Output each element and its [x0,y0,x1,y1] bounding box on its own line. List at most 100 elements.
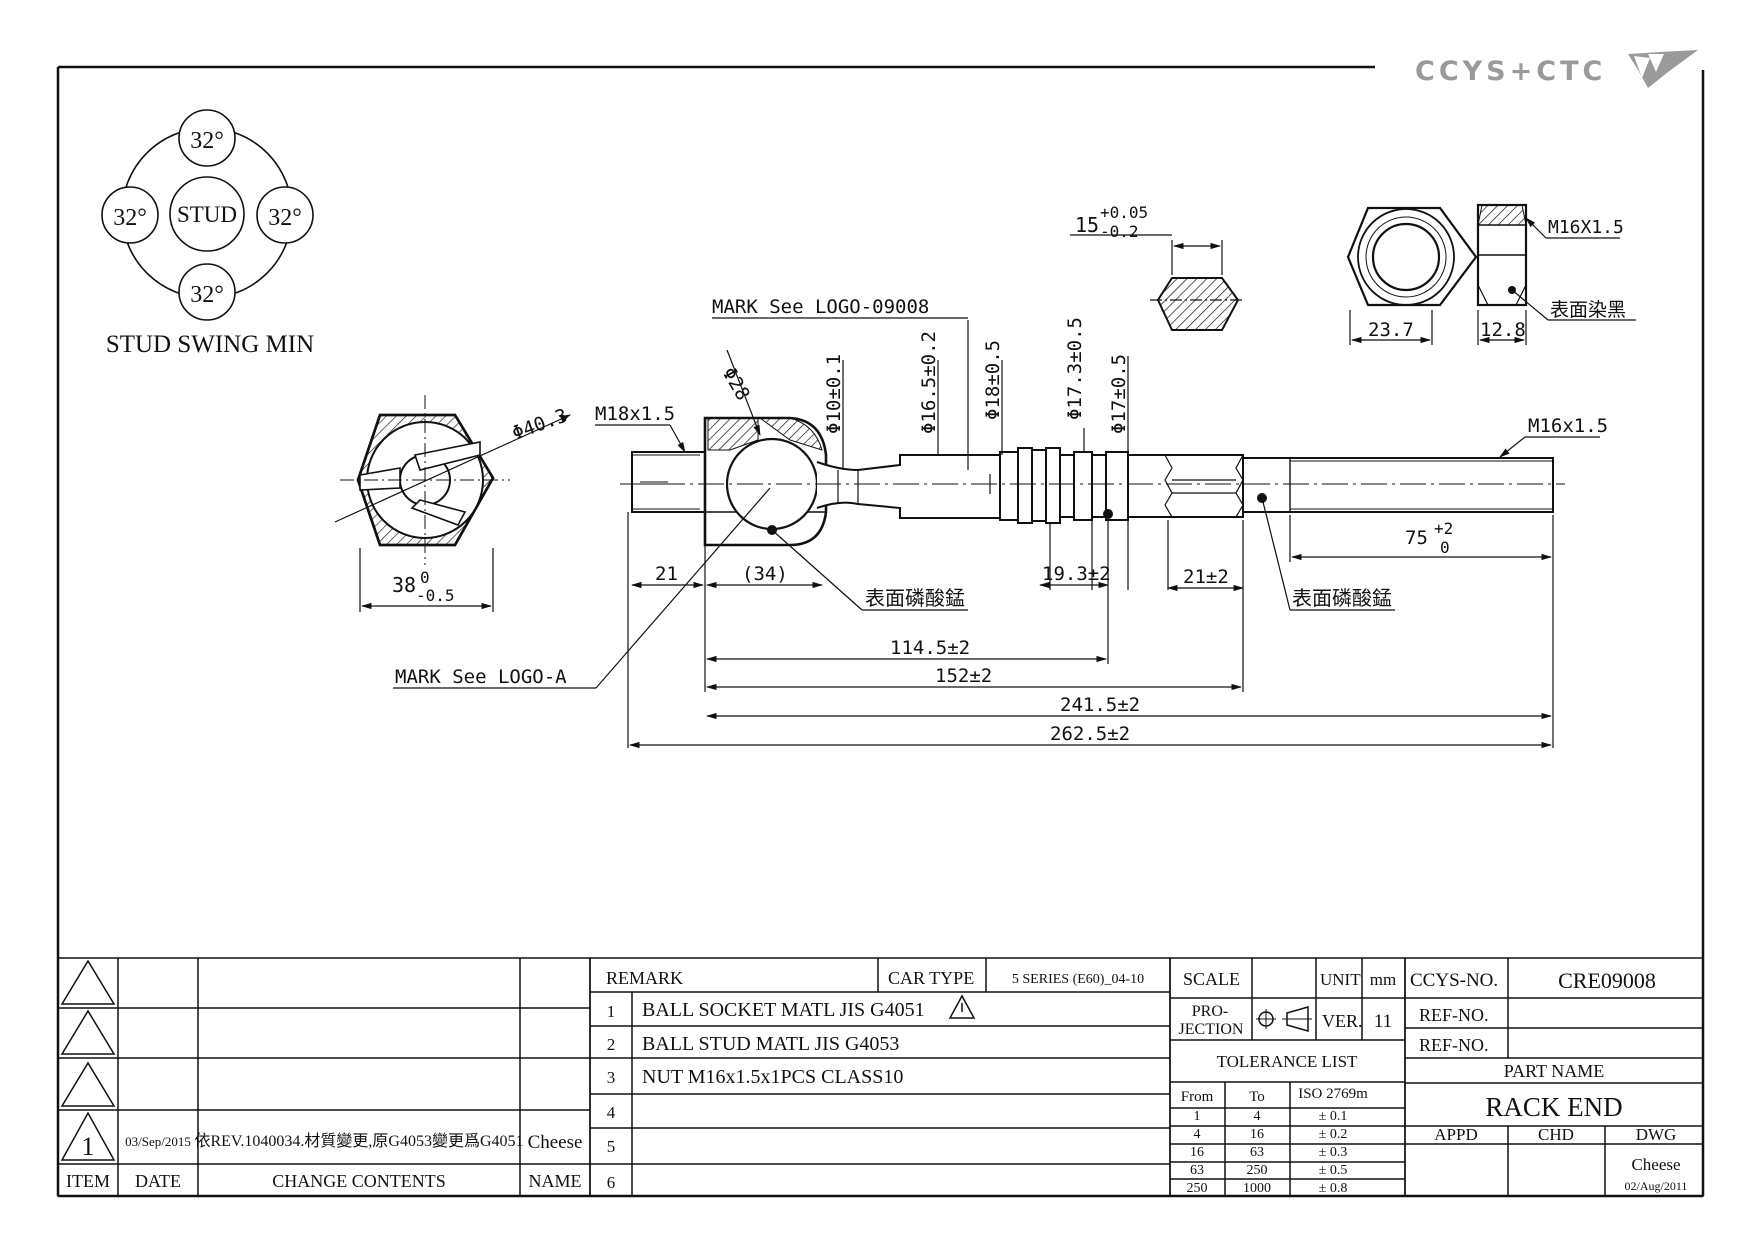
dim-75-lower: 0 [1440,538,1450,557]
dim-15: 15 [1075,213,1099,237]
unit-value: mm [1370,970,1396,989]
tol-r1-to: 4 [1254,1109,1261,1124]
dim-dia-18: Φ18±0.5 [982,340,1004,420]
dim-21: 21 [655,563,678,585]
revision-table [57,957,591,1197]
ref-no-1-label: REF-NO. [1419,1005,1489,1025]
rev-content-4: 依REV.1040034.材質變更,原G4053變更爲G4051 [194,1132,523,1150]
dim-dia-28: Φ28 [718,364,754,405]
dim-hex-tol-upper: 0 [420,568,430,587]
ccys-no-value: CRE09008 [1558,968,1656,993]
swing-angle-bottom: 32° [190,282,224,308]
logo-text: CCYS+CTC [1415,56,1606,87]
title-block [1404,957,1704,1197]
mark-logo-09008: MARK See LOGO-09008 [712,296,929,318]
tol-r5-val: ± 0.8 [1319,1181,1348,1196]
rev-header-name: NAME [529,1171,582,1191]
tol-r5-from: 250 [1187,1181,1208,1196]
dim-75-upper: +2 [1434,519,1453,538]
dim-dia-10: Φ10±0.1 [823,354,845,434]
remark-no-2: 2 [607,1035,616,1054]
appd-label: APPD [1434,1125,1477,1144]
tol-r1-val: ± 0.1 [1319,1109,1348,1124]
ref-no-2-label: REF-NO. [1419,1035,1489,1055]
ccys-no-label: CCYS-NO. [1410,970,1498,991]
company-logo: CCYS+CTC [1415,50,1698,88]
dim-dia-40-3: Φ40.3 [509,404,570,444]
tol-r4-from: 63 [1190,1163,1204,1178]
dim-m18: M18x1.5 [595,403,675,425]
rev-header-item: ITEM [66,1171,110,1191]
dim-15-upper: +0.05 [1100,203,1148,222]
ver-value: 11 [1374,1011,1392,1032]
nut-finish-note: 表面染黑 [1550,299,1626,321]
dim-hex-tol-lower: -0.5 [416,586,455,605]
spec-block [1169,957,1406,1197]
rev-item-4: 1 [82,1132,95,1161]
rack-end-side-view [620,416,1565,547]
dim-262-5: 262.5±2 [1050,723,1130,745]
dim-114-5: 114.5±2 [890,637,970,659]
warning-triangle-icon [948,994,976,1019]
remark-text-1: BALL SOCKET MATL JIS G4051 [642,999,925,1021]
dwg-label: DWG [1636,1125,1677,1144]
projection-label-1: PRO- [1192,1003,1228,1020]
tol-r5-to: 1000 [1243,1181,1271,1196]
tol-r3-val: ± 0.3 [1319,1145,1348,1160]
dim-dia-16-5: Φ16.5±0.2 [918,331,940,434]
projection-label-2: JECTION [1179,1021,1244,1038]
tol-r2-to: 16 [1250,1127,1264,1142]
dim-m16-main: M16x1.5 [1528,415,1608,437]
remark-no-1: 1 [607,1002,616,1021]
swing-angle-right: 32° [268,205,302,231]
nut-front-view [1346,206,1478,345]
rev-date-4: 03/Sep/2015 [125,1134,191,1149]
projection-cone-icon [1286,1006,1309,1032]
swing-title: STUD SWING MIN [106,331,314,358]
tol-r4-val: ± 0.5 [1319,1163,1348,1178]
part-name-label: PART NAME [1504,1061,1604,1081]
dim-15-lower: -0.2 [1100,222,1139,241]
remark-text-2: BALL STUD MATL JIS G4053 [642,1033,899,1055]
tol-r2-from: 4 [1194,1127,1201,1142]
tol-header-from: From [1181,1089,1214,1105]
tol-r4-to: 250 [1247,1163,1268,1178]
rev-header-date: DATE [135,1171,181,1191]
dim-hex-width: 38 [392,573,416,597]
ver-label: VER. [1322,1011,1363,1031]
swing-center-label: STUD [177,202,237,227]
tol-r3-to: 63 [1250,1145,1264,1160]
tol-r1-from: 1 [1194,1109,1201,1124]
part-name-value: RACK END [1485,1092,1622,1122]
dim-75: 75 [1405,527,1428,549]
remark-no-4: 4 [607,1103,616,1122]
nut-side-view [1476,203,1636,345]
unit-label: UNIT [1320,970,1361,989]
dim-19-3: 19.3±2 [1042,563,1111,585]
dim-152: 152±2 [935,665,992,687]
chd-label: CHD [1538,1125,1574,1144]
tol-header-iso: ISO 2769m [1298,1086,1368,1102]
dimension-lines [393,317,1600,749]
tol-header-to: To [1249,1089,1265,1105]
swing-angle-left: 32° [113,205,147,231]
dim-21-2: 21±2 [1183,566,1229,588]
stud-swing-diagram [101,109,314,321]
dim-dia-17-3: Φ17.3±0.5 [1064,317,1086,420]
nut-thread-m16: M16X1.5 [1548,217,1624,238]
finish-note-shaft: 表面磷酸錳 [1292,586,1392,610]
remark-no-6: 6 [607,1173,616,1192]
finish-note-socket: 表面磷酸錳 [865,586,965,610]
nut-dim-23-7: 23.7 [1368,319,1414,341]
mark-logo-a: MARK See LOGO-A [395,666,567,688]
dim-dia-17: Φ17±0.5 [1108,354,1130,434]
swing-angle-top: 32° [190,128,224,154]
dim-241-5: 241.5±2 [1060,694,1140,716]
dwg-value: Cheese [1631,1155,1680,1174]
hex-section-detail [1070,234,1245,331]
nut-dim-12-8: 12.8 [1480,319,1526,341]
car-type-label: CAR TYPE [888,968,974,988]
tolerance-title: TOLERANCE LIST [1217,1052,1358,1071]
remark-no-5: 5 [607,1137,616,1156]
